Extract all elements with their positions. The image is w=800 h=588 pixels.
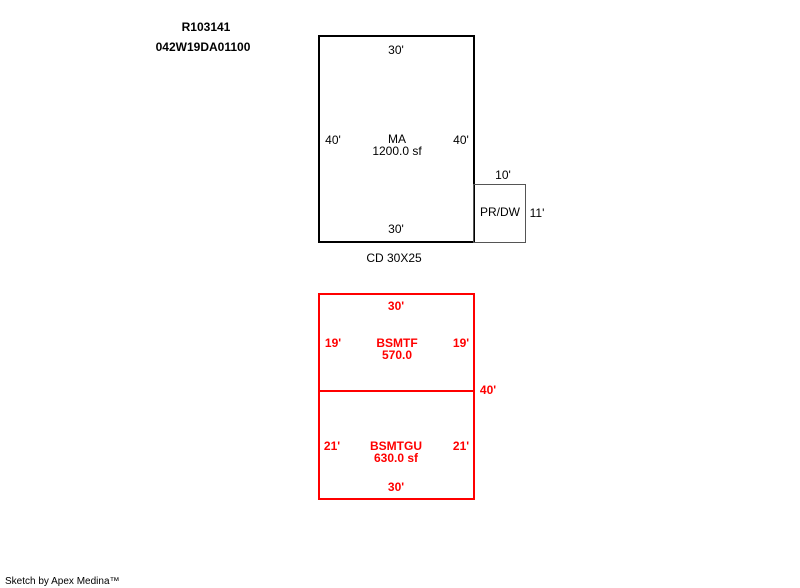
main-area-top-dimension: 30' bbox=[388, 43, 404, 57]
porch-outline bbox=[473, 184, 526, 243]
main-area-bottom-dimension: 30' bbox=[388, 222, 404, 236]
main-area-size: 1200.0 sf bbox=[372, 144, 422, 158]
bsmtf-label: BSMTF bbox=[376, 336, 418, 350]
porch-label: PR/DW bbox=[480, 205, 520, 219]
basement-right-total-dimension: 40' bbox=[479, 383, 497, 397]
main-area-label: MA bbox=[388, 132, 406, 146]
bsmtgu-right-dimension: 21' bbox=[452, 439, 470, 453]
bsmtf-right-dimension: 19' bbox=[452, 336, 470, 350]
main-area-caption: CD 30X25 bbox=[366, 251, 422, 265]
basement-top-dimension: 30' bbox=[387, 299, 405, 313]
bsmtgu-area: 630.0 sf bbox=[373, 451, 419, 465]
basement-outline bbox=[318, 293, 475, 500]
main-area-right-dimension: 40' bbox=[453, 133, 469, 147]
main-area-left-dimension: 40' bbox=[325, 133, 341, 147]
map-number: 042W19DA01100 bbox=[155, 40, 251, 54]
basement-bottom-dimension: 30' bbox=[387, 480, 405, 494]
main-area-outline bbox=[318, 35, 475, 243]
bsmtf-area: 570.0 bbox=[381, 348, 413, 362]
bsmtgu-label: BSMTGU bbox=[370, 439, 422, 453]
sketch-credit: Sketch by Apex Medina™ bbox=[5, 576, 120, 587]
porch-right-dimension: 11' bbox=[529, 206, 545, 220]
bsmtf-left-dimension: 19' bbox=[324, 336, 342, 350]
porch-top-dimension: 10' bbox=[495, 168, 511, 182]
parcel-id: R103141 bbox=[181, 20, 231, 34]
bsmtgu-left-dimension: 21' bbox=[323, 439, 341, 453]
basement-divider bbox=[318, 390, 475, 392]
